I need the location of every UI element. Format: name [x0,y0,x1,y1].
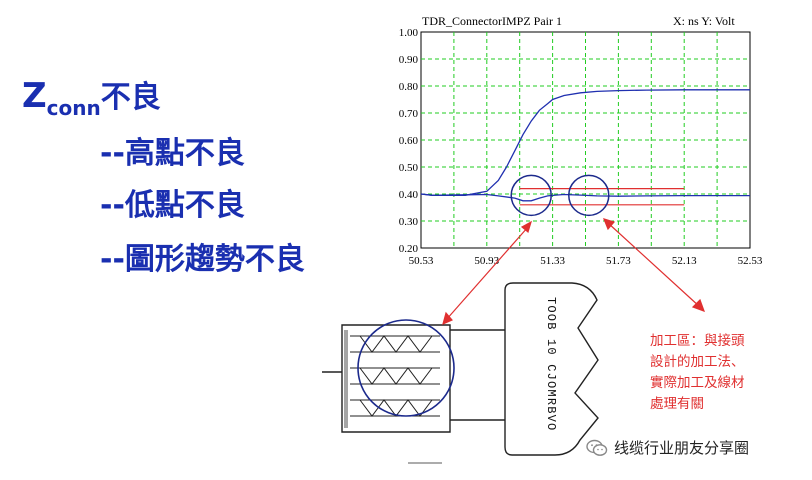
arrowhead-annotation [691,298,706,313]
page-heading: Zconn不良 [22,72,161,120]
chart-units-label: X: ns Y: Volt [673,14,735,28]
x-tick-label: 52.13 [672,255,697,267]
arrow-to-annotation [607,222,701,308]
chart-title: TDR_ConnectorIMPZ Pair 1 [422,14,562,28]
connector-illustration [322,282,599,464]
annotation-line: 設計的加工法、 [650,354,745,370]
highlight-circle [510,174,552,217]
tdr-chart: 0.20 0.30 0.40 0.50 0.60 0.70 0.80 0.90 1.00 50.5… [399,27,763,267]
crimp-highlight-circle [357,319,455,417]
y-tick-label: 0.30 [399,216,419,228]
connector-body [341,324,451,433]
y-tick-label: 0.90 [399,54,419,66]
connector-marking: TOOB 10 CJOMRBVO [544,297,558,431]
x-tick-label: 51.33 [540,255,565,267]
y-tick-label: 0.50 [399,162,419,174]
heading-rest: 不良 [100,80,161,115]
x-tick-label: 50.93 [474,255,499,267]
highlight-circle [568,174,610,217]
connector-plug [504,282,599,456]
y-tick-label: 0.70 [399,108,419,120]
annotation-line: 實際加工及線材 [650,375,745,391]
annotation-line: 加工區：與接頭 [650,333,745,349]
arrowhead-connector [442,311,453,326]
connector-shell [450,329,505,421]
y-tick-label: 1.00 [399,27,419,39]
y-tick-label: 0.20 [399,243,419,255]
bullet-trend: --圖形趨勢不良 [100,242,305,277]
watermark-text: 线缆行业朋友分享圈 [614,439,750,457]
arrowhead-chart-right [602,218,616,231]
arrow-to-connector [445,226,529,321]
crimp-pattern [344,330,440,428]
y-tick-label: 0.80 [399,81,419,93]
x-tick-label: 50.53 [409,255,434,267]
arrowhead-chart-left [520,220,532,234]
wechat-icon [586,439,608,456]
annotation-line: 處理有關 [650,396,704,412]
y-tick-label: 0.60 [399,135,419,147]
heading-subscript: conn [46,96,101,120]
bullet-high-point: --高點不良 [100,136,245,171]
connector-marking-text: TOOB 10 CJOMRBVO [544,297,558,431]
series-line-rising [420,89,750,196]
series-line-baseline [420,193,750,202]
annotation-arrows [442,218,706,326]
x-tick-label: 52.53 [738,255,763,267]
processing-annotation: 加工區：與接頭 設計的加工法、 實際加工及線材 處理有關 [650,331,780,415]
heading-z: Z [22,76,47,116]
y-tick-label: 0.40 [399,189,419,201]
x-tick-label: 51.73 [606,255,631,267]
watermark: 线缆行业朋友分享圈 [586,437,749,458]
bullet-low-point: --低點不良 [100,188,245,223]
